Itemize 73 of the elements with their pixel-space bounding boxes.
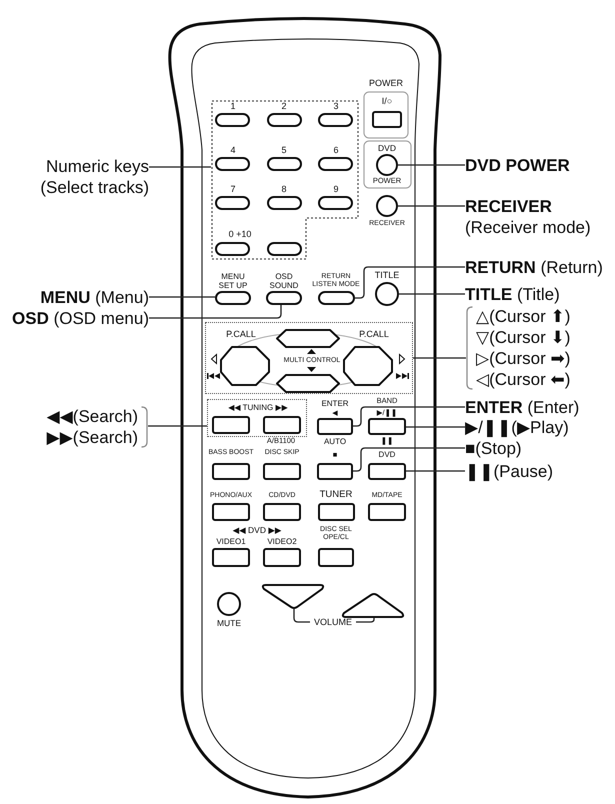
leader-line	[148, 425, 207, 427]
remote-key	[317, 418, 353, 435]
key-label: OSD SOUND	[268, 272, 300, 290]
key-label: 4	[230, 145, 236, 156]
key-label: P.CALL	[226, 329, 256, 340]
leader-line	[355, 266, 465, 299]
callout-label: ENTER (Enter)	[465, 396, 580, 418]
callout-label: ▽(Cursor ⬇)	[476, 327, 570, 348]
leader-line	[398, 205, 465, 207]
key-label: VIDEO2	[267, 537, 297, 546]
key-label: DVD	[378, 450, 396, 460]
key-label: ◀◀ TUNING ▶▶	[228, 403, 288, 412]
key-label: VIDEO1	[216, 537, 246, 546]
remote-key	[318, 291, 355, 305]
key-label: P.CALL	[359, 329, 389, 340]
key-label: 2	[282, 101, 286, 112]
remote-key	[368, 463, 406, 480]
key-label: 7	[230, 184, 236, 194]
callout-label: ■(Stop)	[465, 438, 522, 458]
leader-line	[353, 447, 465, 472]
key-label: MENU SET UP	[218, 272, 248, 290]
leader-line	[406, 426, 465, 428]
leader-line	[398, 164, 465, 166]
callout-label: ◁(Cursor ⬅)	[476, 369, 570, 390]
leader-line	[353, 406, 465, 427]
callout-label: RECEIVER	[465, 196, 552, 216]
remote-key	[266, 291, 302, 305]
remote-key	[215, 291, 251, 305]
key-label: AUTO	[324, 437, 346, 446]
callout-label: ◀◀(Search)	[46, 406, 138, 426]
leader-line	[413, 357, 466, 359]
key-label: MUTE	[216, 619, 242, 629]
callout-label: ❚❚(Pause)	[465, 460, 554, 482]
remote-key	[376, 195, 398, 217]
callout-label: DVD POWER	[465, 154, 570, 176]
callout-label: TITLE (Title)	[465, 284, 560, 304]
callout-label: (Receiver mode)	[465, 216, 591, 238]
callout-label: (Select tracks)	[40, 177, 149, 198]
callout-label: ▶/❚❚(▶Play)	[465, 416, 569, 438]
key-label: ENTER	[321, 399, 349, 408]
leader-line	[399, 293, 465, 295]
leader-line	[406, 470, 465, 472]
leader-line	[149, 166, 211, 168]
remote-key	[368, 418, 406, 435]
callout-label: ▷(Cursor ➡)	[476, 348, 570, 369]
remote-key	[376, 154, 398, 176]
callout-label: △(Cursor ⬆)	[476, 306, 570, 327]
key-label: TITLE	[374, 270, 400, 280]
callout-label: MENU (Menu)	[40, 286, 149, 308]
key-label: TUNER	[320, 490, 352, 501]
remote-key	[317, 463, 353, 480]
key-label: 5	[282, 145, 286, 156]
callout-label: OSD (OSD menu)	[12, 308, 149, 328]
key-label: POWER	[369, 78, 403, 88]
key-label: 3	[334, 101, 338, 112]
remote-key	[375, 282, 399, 306]
callout-label: RETURN (Return)	[465, 256, 603, 278]
key-group-outline	[207, 399, 307, 437]
leader-line	[293, 608, 310, 623]
leader-line	[356, 617, 375, 623]
key-group-outline	[205, 322, 413, 394]
key-label: DVD	[378, 144, 396, 154]
key-label: VOLUME	[310, 617, 356, 628]
key-label: 0 +10	[228, 229, 252, 240]
key-label: 9	[334, 184, 338, 194]
key-label: ◀◀ DVD ▶▶	[232, 526, 282, 536]
key-label: I/○	[382, 96, 392, 106]
leader-line	[149, 296, 215, 298]
key-label: 6	[334, 145, 338, 156]
key-label: 1	[230, 101, 236, 112]
key-label: 8	[282, 184, 286, 194]
callout-label: ▶▶(Search)	[46, 426, 138, 448]
callout-label: Numeric keys	[46, 156, 149, 177]
